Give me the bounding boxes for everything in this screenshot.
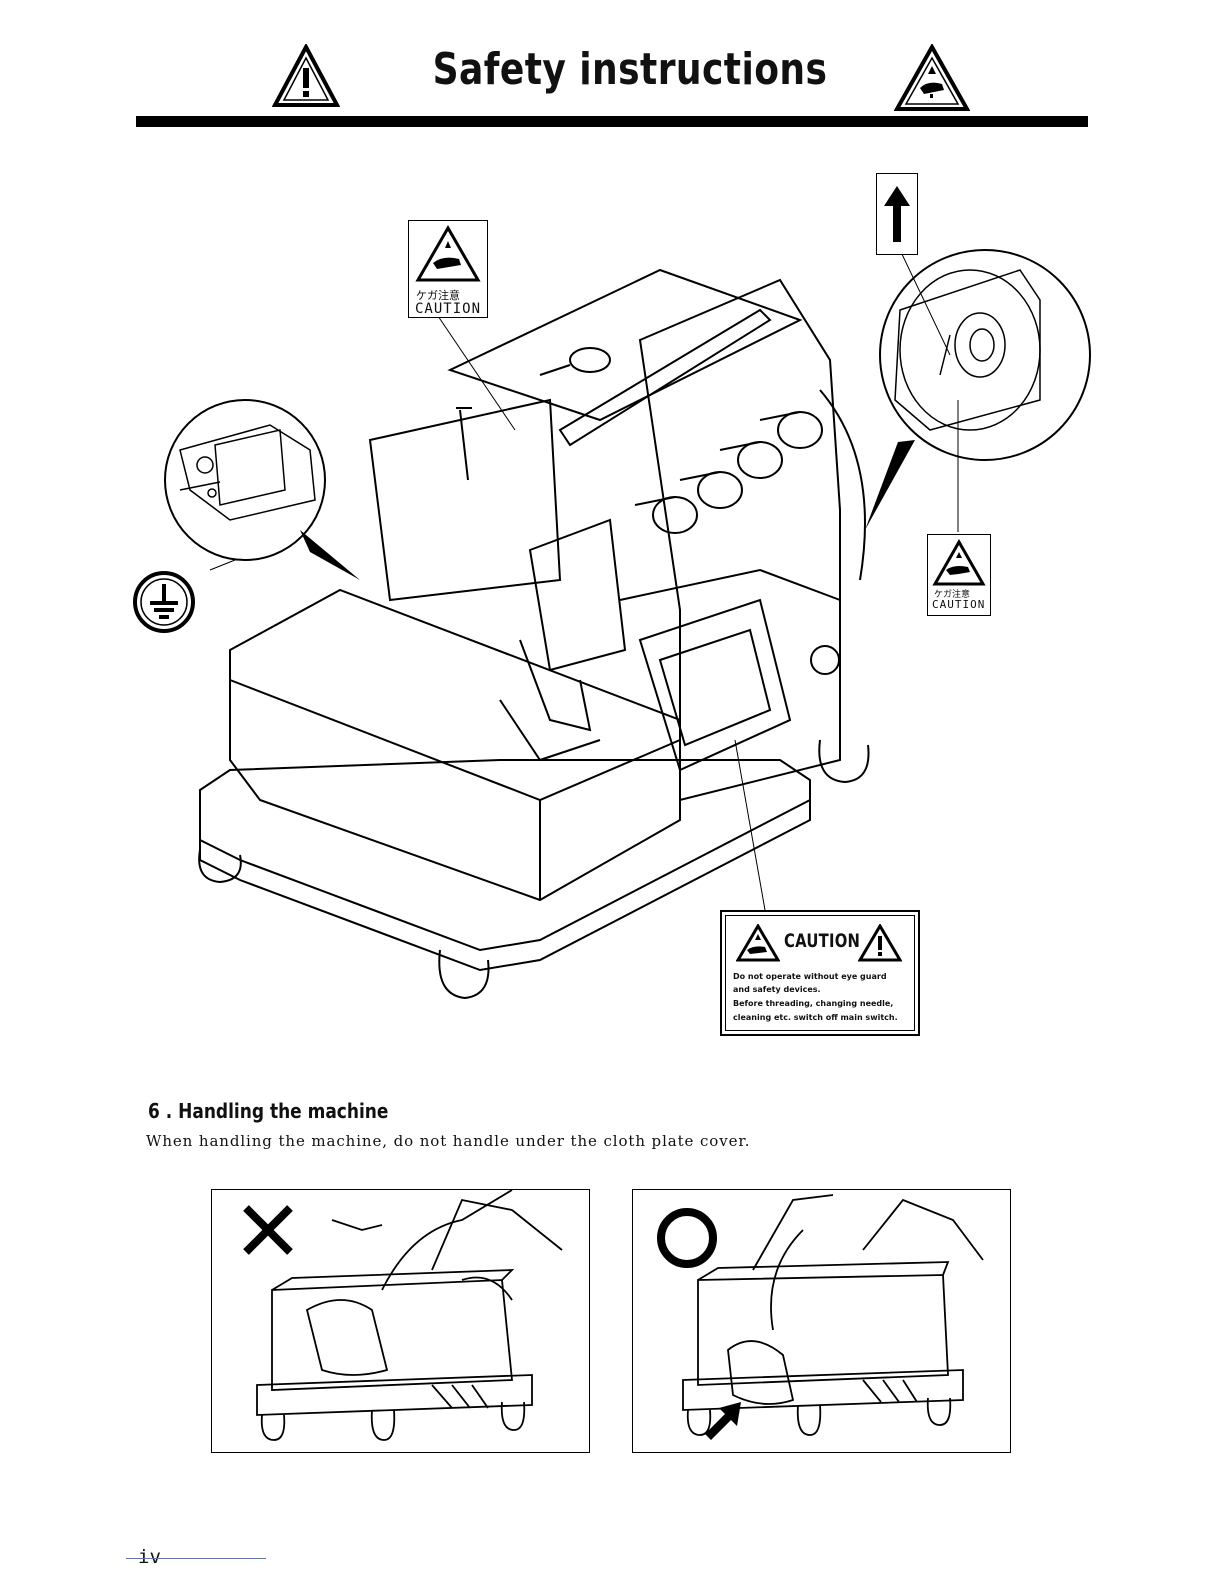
main-caution-line: cleaning etc. switch off main switch. [733,1013,898,1023]
hand-injury-triangle-icon [415,225,481,283]
section-heading: 6 . Handling the machine [148,1099,388,1123]
main-caution-line: Do not operate without eye guard [733,972,887,982]
pointer-arrow-icon [701,1398,745,1442]
caution-label-caution: CAUTION [932,598,985,611]
correct-handling-illustration [633,1190,1010,1452]
section-body: When handling the machine, do not handle… [146,1132,750,1150]
wrong-handling-panel [211,1189,590,1453]
header-rule [136,116,1088,127]
warning-triangle-icon [272,44,340,108]
main-caution-title: CAUTION [784,930,860,952]
main-caution-label: CAUTION Do not operate without eye guard… [720,910,920,1036]
warning-triangle-icon [858,924,902,962]
main-caution-line: and safety devices. [733,985,821,995]
up-arrow-icon [883,184,911,244]
caution-label-caution: CAUTION [415,301,481,317]
hand-injury-triangle-icon [736,924,780,962]
page-title: Safety instructions [425,44,835,95]
wrong-handling-illustration [212,1190,589,1452]
page-number: iv [138,1546,161,1568]
caution-label-upper-left: ケガ注意 CAUTION [408,220,488,318]
footer-line [126,1558,266,1559]
caution-label-right: ケガ注意 CAUTION [927,534,991,616]
ground-symbol-icon [130,570,198,634]
hand-injury-triangle-icon [932,539,986,587]
hand-injury-triangle-icon [894,44,970,112]
correct-handling-panel [632,1189,1011,1453]
main-caution-line: Before threading, changing needle, [733,999,893,1009]
up-arrow-box [876,173,918,255]
